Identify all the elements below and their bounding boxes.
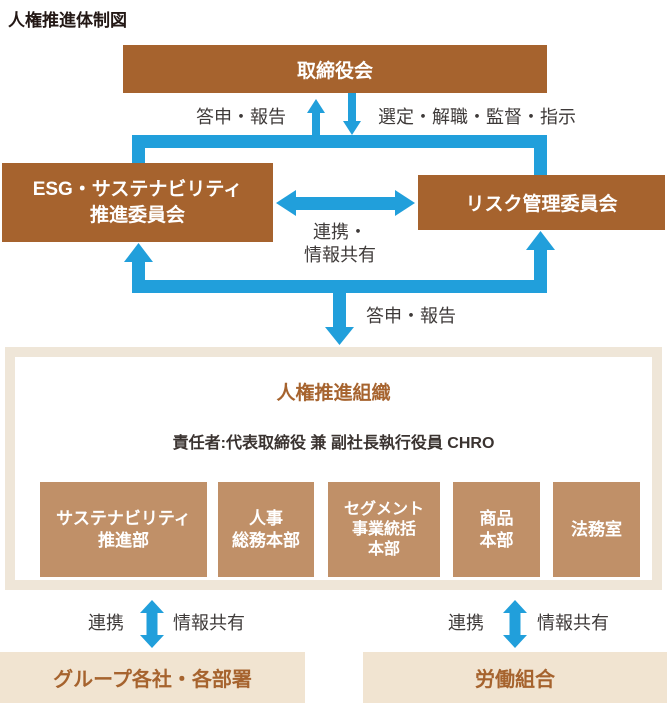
dept-label-line: 本部 xyxy=(479,530,514,550)
labor-union-box: 労働組合 xyxy=(363,652,667,703)
appointment-supervision-label: 選定・解職・監督・指示 xyxy=(378,107,576,127)
org-section-inner: 人権推進組織 責任者:代表取締役 兼 副社長執行役員 CHRO サステナビリティ… xyxy=(15,357,652,580)
collaboration-info-sharing-label: 連携・ 情報共有 xyxy=(270,221,410,268)
report-down-label: 答申・報告 xyxy=(366,306,456,326)
org-section-title: 人権推進組織 xyxy=(276,383,391,404)
report-up-label: 答申・報告 xyxy=(196,107,286,127)
arrow-up-icon xyxy=(526,231,555,250)
collaboration-label-line2: 情報共有 xyxy=(304,245,376,266)
connector-line xyxy=(132,135,547,148)
collaboration-label-left: 連携 xyxy=(88,613,124,633)
connector-line xyxy=(534,148,547,177)
dept-label-line: 推進部 xyxy=(98,530,149,550)
info-sharing-label-left: 情報共有 xyxy=(173,613,245,633)
board-of-directors-label: 取締役会 xyxy=(296,60,373,82)
dept-label-line: 本部 xyxy=(367,540,400,558)
arrow-up-down-icon xyxy=(140,600,164,648)
dept-product-hq-box: 商品 本部 xyxy=(453,482,540,577)
arrow-down-icon xyxy=(343,92,361,135)
dept-label-line: サステナビリティ xyxy=(56,509,191,529)
dept-segment-business-hq-box: セグメント 事業統括 本部 xyxy=(328,482,440,577)
connector-line xyxy=(132,280,547,293)
collaboration-label-line1: 連携・ xyxy=(313,222,367,242)
arrow-left-right-icon xyxy=(276,190,415,216)
dept-legal-office-box: 法務室 xyxy=(553,482,640,577)
human-rights-promotion-org-section: 人権推進組織 責任者:代表取締役 兼 副社長執行役員 CHRO サステナビリティ… xyxy=(5,347,662,590)
info-sharing-label-right: 情報共有 xyxy=(537,613,609,633)
dept-label-line: セグメント xyxy=(343,500,424,518)
group-companies-box: グループ各社・各部署 xyxy=(0,652,305,703)
dept-hr-general-affairs-box: 人事 総務本部 xyxy=(218,482,314,577)
group-companies-label: グループ各社・各部署 xyxy=(53,669,252,691)
dept-sustainability-promotion-box: サステナビリティ 推進部 xyxy=(40,482,207,577)
arrow-up-icon xyxy=(124,243,153,262)
risk-committee-label: リスク管理委員会 xyxy=(465,194,618,215)
labor-union-label: 労働組合 xyxy=(475,669,555,691)
responsible-person-label: 責任者:代表取締役 兼 副社長執行役員 CHRO xyxy=(172,435,495,452)
connector-line xyxy=(534,249,547,280)
collaboration-label-right: 連携 xyxy=(448,613,484,633)
dept-label-line: 事業統括 xyxy=(351,520,416,538)
dept-label-line: 人事 xyxy=(249,509,283,529)
dept-label-line: 商品 xyxy=(479,509,514,529)
dept-label-line: 総務本部 xyxy=(232,530,300,550)
arrow-up-icon xyxy=(307,99,325,137)
arrow-down-icon xyxy=(325,327,354,345)
esg-committee-label-line2: 推進委員会 xyxy=(89,204,185,226)
page-title: 人権推進体制図 xyxy=(8,11,127,30)
esg-committee-label-line1: ESG・サステナビリティ xyxy=(32,178,243,200)
connector-line xyxy=(132,261,145,280)
arrow-up-down-icon xyxy=(503,600,527,648)
esg-sustainability-committee-box: ESG・サステナビリティ 推進委員会 xyxy=(2,163,273,242)
dept-label-line: 法務室 xyxy=(571,519,622,539)
risk-management-committee-box: リスク管理委員会 xyxy=(418,175,665,230)
board-of-directors-box: 取締役会 xyxy=(123,45,547,93)
connector-line xyxy=(333,293,346,327)
